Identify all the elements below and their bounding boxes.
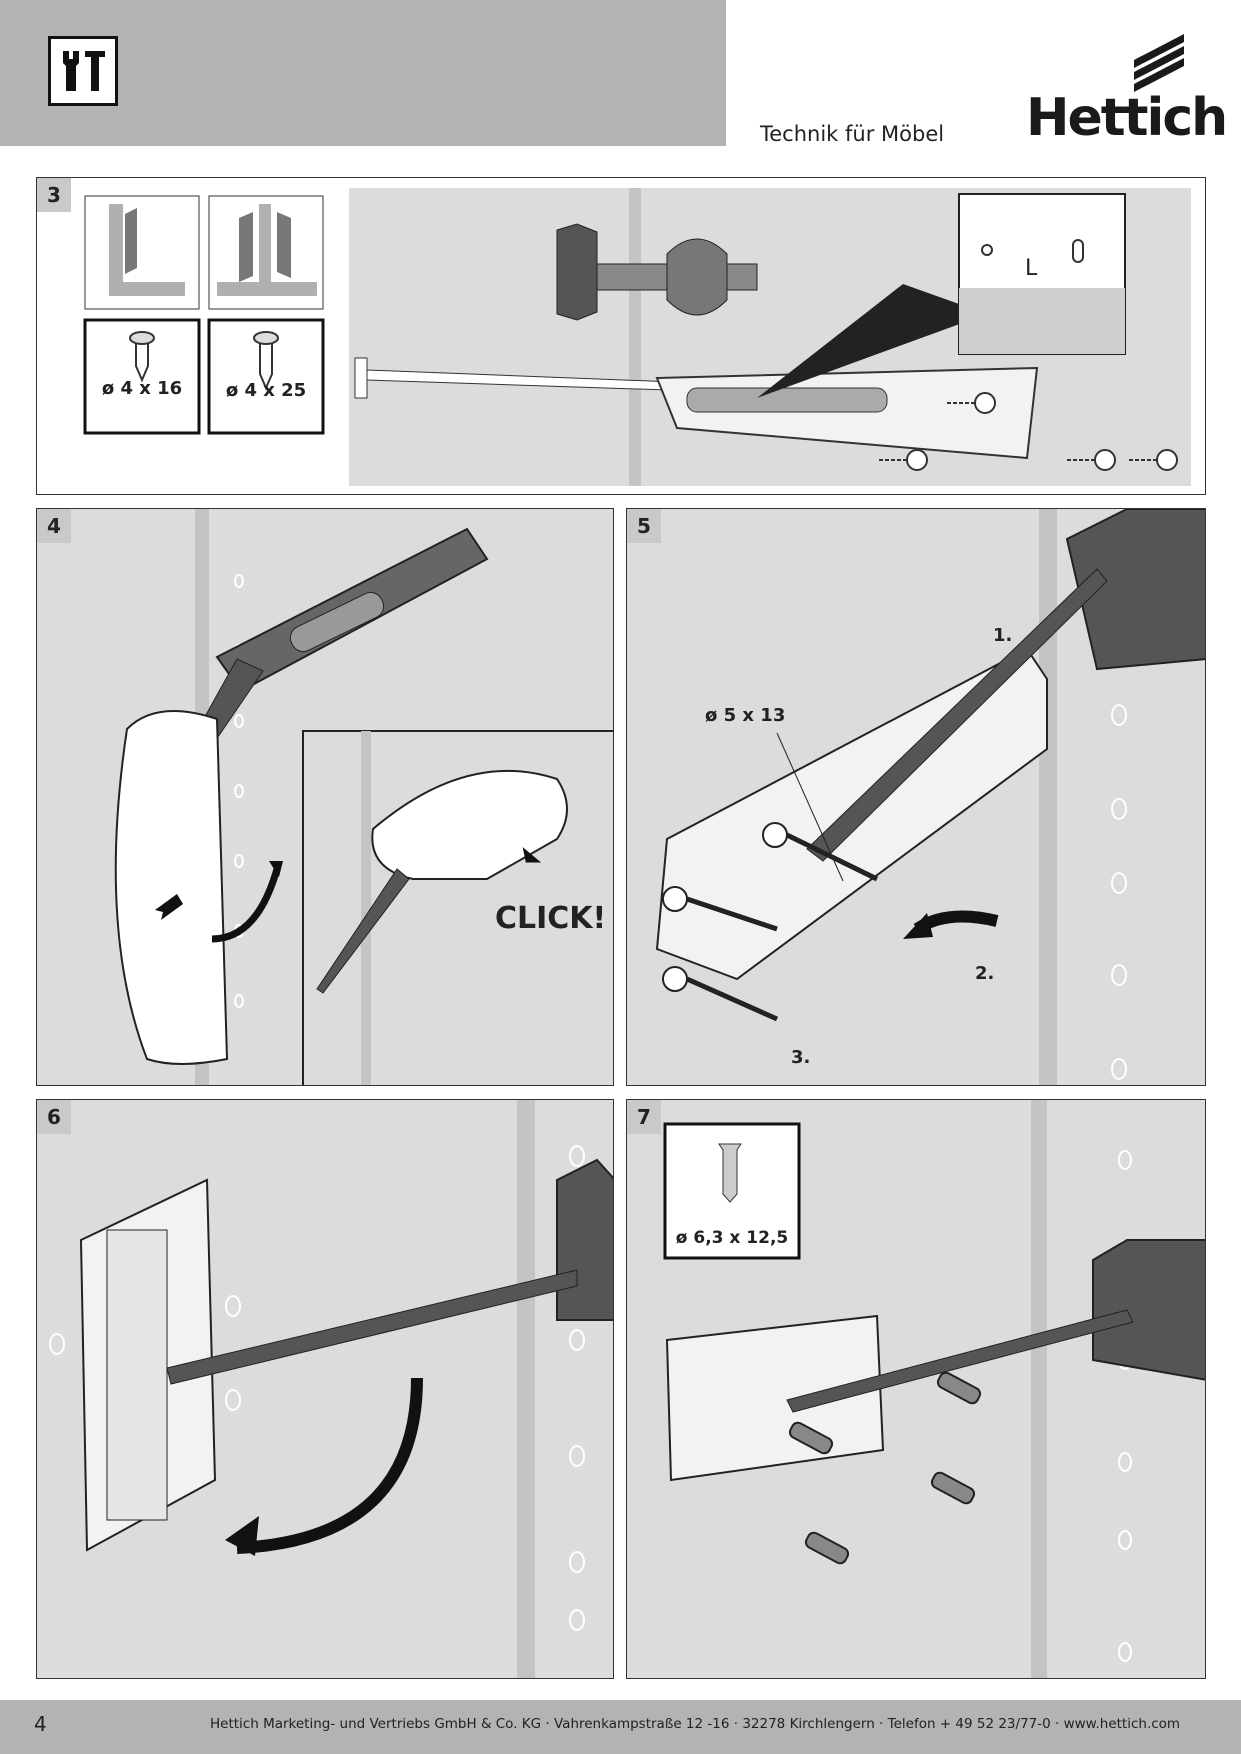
step-4-illustration — [37, 509, 613, 1085]
step-number: 3 — [37, 178, 71, 212]
screw-size-label: ø 5 x 13 — [705, 705, 786, 726]
step-number: 7 — [627, 1100, 661, 1134]
click-label: CLICK! — [495, 901, 607, 936]
step-3-panel: 3 — [36, 177, 1206, 495]
step-3-illustration — [83, 188, 1191, 486]
brand-name: Hettich — [1026, 88, 1228, 148]
step-6-illustration — [37, 1100, 613, 1678]
detail-side-letter: L — [1025, 256, 1038, 281]
step-number: 4 — [37, 509, 71, 543]
order-label-2: 2. — [975, 963, 995, 984]
step-5-panel: 5 ø 5 x 13 1. 2. 3. — [626, 508, 1206, 1086]
assembly-tools-icon — [48, 36, 118, 106]
step-number: 5 — [627, 509, 661, 543]
step-7-illustration — [627, 1100, 1205, 1678]
tagline: Technik für Möbel — [760, 122, 945, 146]
order-label-3: 3. — [791, 1047, 811, 1068]
screw-size-label-25: ø 4 x 25 — [225, 380, 307, 401]
step-7-panel: 7 ø 6,3 x 12,5 — [626, 1099, 1206, 1679]
brand-logo — [1134, 34, 1184, 92]
screw-size-label-16: ø 4 x 16 — [101, 378, 183, 399]
order-label-1: 1. — [993, 625, 1013, 646]
step-number: 6 — [37, 1100, 71, 1134]
footer-band — [0, 1700, 1241, 1754]
step-5-illustration — [627, 509, 1205, 1085]
step-4-panel: 4 CLICK! — [36, 508, 614, 1086]
step-6-panel: 6 — [36, 1099, 614, 1679]
company-address: Hettich Marketing- und Vertriebs GmbH & … — [210, 1716, 1181, 1732]
page-number: 4 — [34, 1712, 47, 1736]
screw-size-label: ø 6,3 x 12,5 — [675, 1228, 789, 1248]
header-band — [0, 0, 726, 146]
